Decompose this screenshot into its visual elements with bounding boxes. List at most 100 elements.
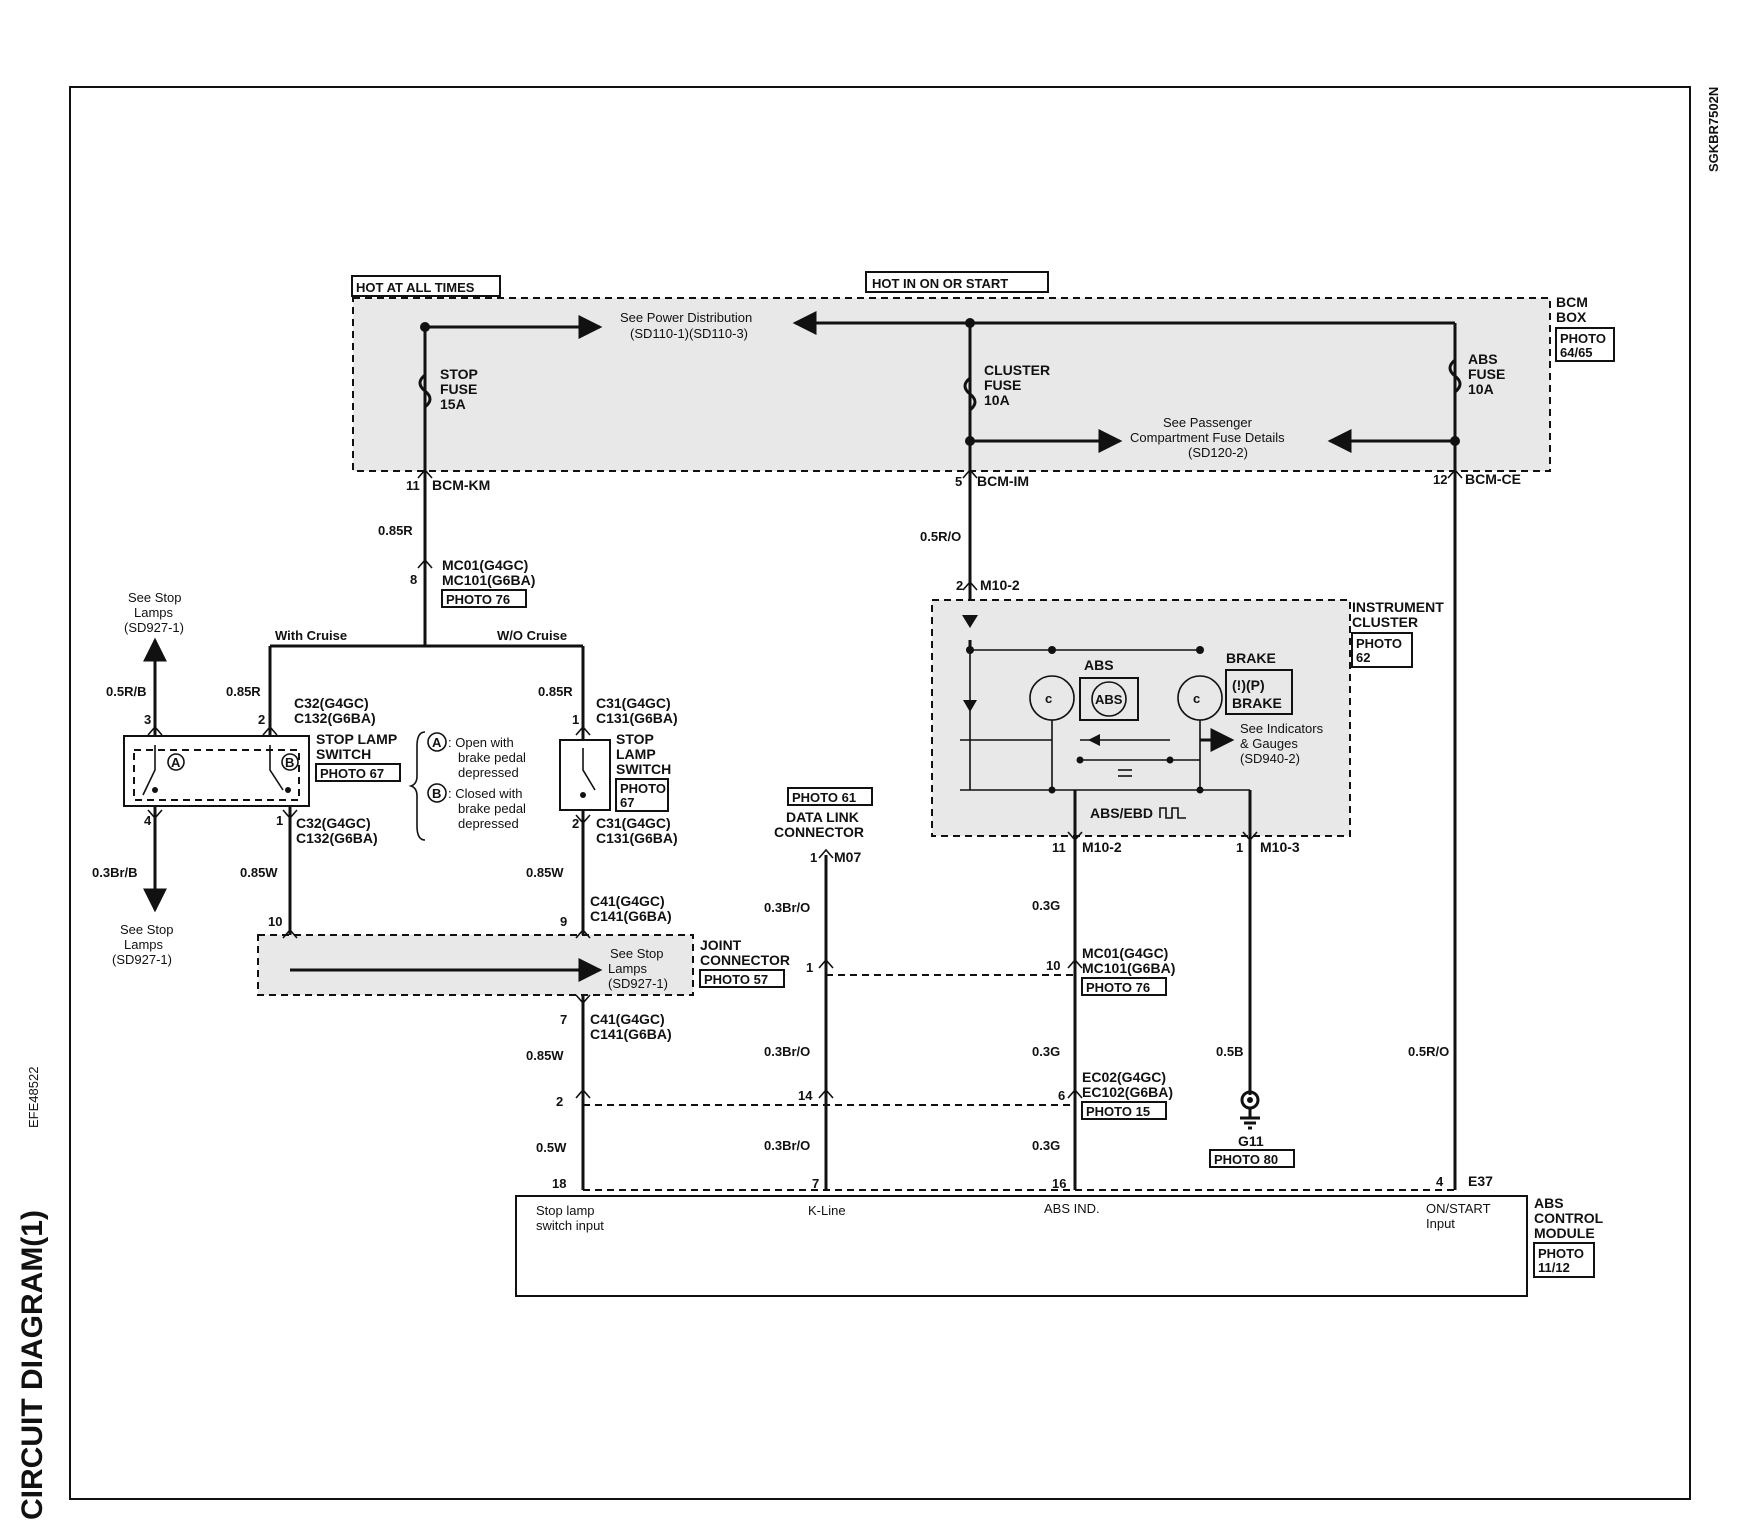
conn-bcm-ce: BCM-CE <box>1465 471 1521 487</box>
wire-05ro: 0.5R/O <box>920 529 961 544</box>
wire-05ro-right: 0.5R/O <box>1408 1044 1449 1059</box>
see-stop-top-2: Lamps <box>134 605 174 620</box>
stop-fuse-symbol <box>418 373 432 409</box>
note-b-1: : Closed with <box>448 786 522 801</box>
abs-label: ABS <box>1084 657 1114 673</box>
bcm-photo-box <box>1555 327 1615 362</box>
node-joint <box>578 965 588 975</box>
switch-a-blade <box>142 745 156 796</box>
in-stop-1: Stop lamp <box>536 1203 595 1218</box>
dlc-photo: PHOTO 61 <box>792 790 856 805</box>
brake-icon-box <box>1225 669 1293 715</box>
see-ind-1: See Indicators <box>1240 721 1324 736</box>
stop-switch-title-2: SWITCH <box>316 746 371 762</box>
pin-3: 3 <box>144 712 151 727</box>
wire-03g-3: 0.3G <box>1032 1138 1060 1153</box>
see-ind-3: (SD940-2) <box>1240 751 1300 766</box>
pin-1b: 1 <box>572 712 579 727</box>
abs-icon-box <box>1079 677 1139 721</box>
c131-bot: C131(G6BA) <box>596 830 678 846</box>
pin-14: 14 <box>798 1088 813 1103</box>
wire-03g-1: 0.3G <box>1032 898 1060 913</box>
ground-terminal-dot <box>1247 1097 1253 1103</box>
node-abs-pass <box>1450 436 1460 446</box>
switch-right-blade <box>582 748 596 791</box>
diode-top <box>962 615 978 628</box>
pin-bcm-ce: 12 <box>1433 472 1447 487</box>
mc101b: MC101(G6BA) <box>1082 960 1175 976</box>
note-b-letter: B <box>432 786 441 801</box>
pin-2: 2 <box>258 712 265 727</box>
mc-photo-b: PHOTO 76 <box>1086 980 1150 995</box>
cluster-photo-2: 62 <box>1356 650 1370 665</box>
wire-085r-left: 0.85R <box>226 684 261 699</box>
switch-a: A <box>171 755 181 770</box>
pulse-icon <box>1159 807 1186 819</box>
wire-03bro-1: 0.3Br/O <box>764 900 810 915</box>
switch-a-mark <box>167 753 185 771</box>
note-a-1: : Open with <box>448 735 514 750</box>
cluster-fuse-symbol <box>963 376 977 412</box>
switch-b-contact <box>285 787 291 793</box>
see-stop-top-3: (SD927-1) <box>124 620 184 635</box>
wire-05b: 0.5B <box>1216 1044 1243 1059</box>
brake-text: BRAKE <box>1232 695 1282 711</box>
pin-2d: 2 <box>956 578 963 593</box>
ec-photo: PHOTO 15 <box>1086 1104 1150 1119</box>
bcm-title-2: BOX <box>1556 309 1587 325</box>
c132-bot: C132(G6BA) <box>296 830 378 846</box>
see-stop-bot-2: Lamps <box>124 937 164 952</box>
bcm-title-1: BCM <box>1556 294 1588 310</box>
node-c2 <box>1048 646 1056 654</box>
stop-switch2-title-2: LAMP <box>616 746 656 762</box>
c141-bot: C141(G6BA) <box>590 1026 672 1042</box>
stop-switch2-title-3: SWITCH <box>616 761 671 777</box>
e37: E37 <box>1468 1173 1493 1189</box>
stop-switch-right-box <box>559 739 611 811</box>
see-pass-1: See Passenger <box>1163 415 1253 430</box>
wire-085r-right: 0.85R <box>538 684 573 699</box>
abs-module-photo-box <box>1533 1242 1595 1278</box>
wire-03g-2: 0.3G <box>1032 1044 1060 1059</box>
switch-b-mark <box>281 753 299 771</box>
abs-ebd: ABS/EBD <box>1090 805 1153 821</box>
cluster-photo-1: PHOTO <box>1356 636 1402 651</box>
node-c4 <box>1048 786 1056 794</box>
c32-bot: C32(G4GC) <box>296 815 371 831</box>
abs-fuse-symbol <box>1448 358 1462 394</box>
joint-title-1: JOINT <box>700 937 742 953</box>
pin-bcm-km: 11 <box>406 478 420 493</box>
abs-module-title-2: CONTROL <box>1534 1210 1604 1226</box>
pin-1e: 1 <box>1236 840 1243 855</box>
pin-9: 9 <box>560 914 567 929</box>
pin-7: 7 <box>560 1012 567 1027</box>
note-a-2: brake pedal <box>458 750 526 765</box>
stop-fuse-3: 15A <box>440 396 466 412</box>
m07: M07 <box>834 849 861 865</box>
wire-03bro-2: 0.3Br/O <box>764 1044 810 1059</box>
ground-photo-box <box>1209 1149 1295 1168</box>
side-title: CIRCUIT DIAGRAM(1) <box>16 1210 49 1520</box>
joint-photo-box <box>699 969 785 988</box>
in-kline: K-Line <box>808 1203 846 1218</box>
see-pass-3: (SD120-2) <box>1188 445 1248 460</box>
conn-bcm-km: BCM-KM <box>432 477 490 493</box>
cluster-title-2: CLUSTER <box>1352 614 1418 630</box>
pin-7b: 7 <box>812 1176 819 1191</box>
c41-top: C41(G4GC) <box>590 893 665 909</box>
stop-switch-photo-box <box>315 763 401 782</box>
pin-2c: 2 <box>556 1094 563 1109</box>
stop-switch2-title-1: STOP <box>616 731 654 747</box>
abs-module-title-1: ABS <box>1534 1195 1564 1211</box>
pin-4: 4 <box>144 813 152 828</box>
pin-bcm-im: 5 <box>955 474 962 489</box>
cluster-fuse-1: CLUSTER <box>984 362 1050 378</box>
connector-chevrons <box>147 468 1463 1099</box>
abs-lamp-label: c <box>1045 691 1052 706</box>
abs-module-photo-1: PHOTO <box>1538 1246 1584 1261</box>
in-stop-2: switch input <box>536 1218 604 1233</box>
note-b-mark <box>427 783 447 803</box>
see-stop-mid-1: See Stop <box>610 946 664 961</box>
c141-top: C141(G6BA) <box>590 908 672 924</box>
